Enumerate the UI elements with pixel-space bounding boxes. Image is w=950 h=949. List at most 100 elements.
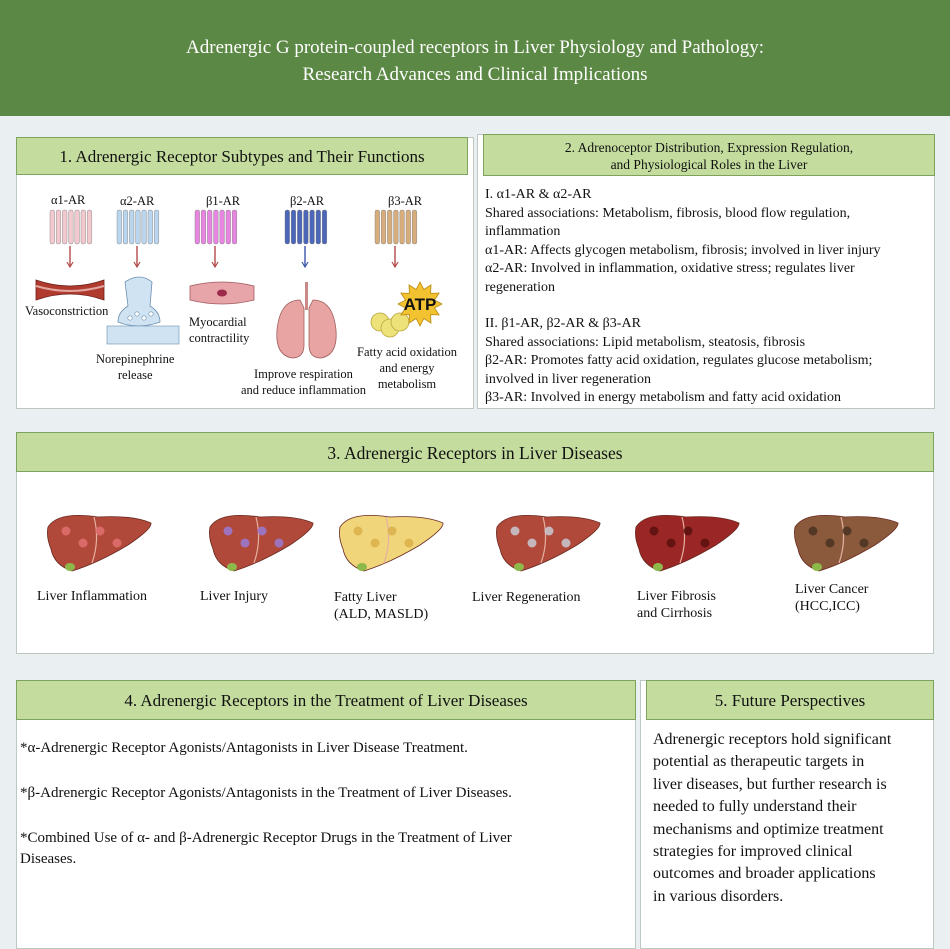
disease-fatty-liver: Fatty Liver (ALD, MASLD) — [334, 589, 428, 623]
effect-respiration-line2: and reduce inflammation — [241, 383, 366, 397]
liver-fibrosis-icon-ligament — [679, 516, 686, 564]
fatty-liver-icon-spot — [387, 526, 397, 536]
liver-regeneration-icon-gallbladder — [514, 563, 524, 571]
receptor-b3-helix — [412, 209, 418, 245]
myocardium-nucleus — [217, 289, 227, 297]
section4-title: 4. Adrenergic Receptors in the Treatment… — [16, 680, 636, 720]
receptor-a1-helix — [49, 209, 55, 245]
atp-star-icon — [397, 281, 443, 327]
disease-liver-inflammation: Liver Inflammation — [37, 588, 147, 605]
beta-line: Shared associations: Lipid metabolism, s… — [485, 334, 806, 350]
receptor-b2-helix — [315, 209, 321, 245]
receptor-a1-helix — [56, 209, 62, 245]
receptor-label-b3: β3-AR — [388, 194, 423, 208]
future-line: potential as therapeutic targets in — [653, 753, 865, 771]
section1-title: 1. Adrenergic Receptor Subtypes and Thei… — [16, 137, 468, 175]
receptor-b3-helix — [405, 209, 411, 245]
effect-norepinephrine: Norepinephrine release — [96, 351, 174, 383]
liver-injury-icon-gallbladder — [227, 563, 237, 571]
receptor-a2-helix — [122, 209, 128, 245]
alpha-heading: I. α1-AR & α2-AR — [485, 187, 592, 202]
liver-inflammation-icon — [47, 514, 152, 572]
receptor-label-b2: β2-AR — [290, 194, 325, 208]
liver-fibrosis-icon-spot — [683, 526, 693, 536]
effect-fatty-acid-line2: and energy — [379, 361, 435, 375]
page-title: Adrenergic G protein-coupled receptors i… — [0, 0, 950, 88]
receptor-b2-helix — [322, 209, 328, 245]
liver-injury-icon-spot — [257, 526, 267, 536]
liver-regeneration-icon-spot — [561, 538, 571, 548]
fatty-liver-icon-ligament — [383, 516, 390, 564]
liver-fibrosis-icon-spot — [700, 538, 710, 548]
disease-label: (HCC,ICC) — [795, 599, 860, 614]
effect-vasoconstriction: Vasoconstriction — [25, 304, 109, 318]
receptor-b1-helix — [213, 209, 219, 245]
beta-heading: II. β1-AR, β2-AR & β3-AR — [485, 316, 641, 331]
fatty-liver-icon-spot — [404, 538, 414, 548]
receptor-a1-helix — [80, 209, 86, 245]
receptor-a1-helix — [86, 209, 92, 245]
title-line-1: Adrenergic G protein-coupled receptors i… — [186, 37, 764, 58]
beta-line: β3-AR: Involved in energy metabolism and… — [485, 390, 842, 405]
liver-inflammation-icon-spot — [78, 538, 88, 548]
liver-injury-icon-spot — [274, 538, 284, 548]
disease-label: Liver Inflammation — [37, 589, 148, 604]
lung-right-icon — [308, 299, 337, 359]
receptor-b3-helix — [374, 209, 380, 245]
receptor-a2-helix — [129, 209, 135, 245]
section2-title-line1: 2. Adrenoceptor Distribution, Expression… — [564, 140, 854, 155]
liver-fibrosis-icon-spot — [666, 538, 676, 548]
effect-respiration: Improve respiration and reduce inflammat… — [241, 366, 366, 398]
alpha-line: α1-AR: Affects glycogen metabolism, fibr… — [485, 242, 881, 258]
beta-line: involved in liver regeneration — [485, 371, 651, 387]
liver-cancer-icon-spot — [842, 526, 852, 536]
receptor-b1-helix — [225, 209, 231, 245]
title-line-2: Research Advances and Clinical Implicati… — [302, 64, 648, 85]
section2-body: I. α1-AR & α2-AR Shared associations: Me… — [485, 186, 931, 408]
future-line: outcomes and broader applications — [653, 865, 876, 883]
effect-myocardial-line2: contractility — [189, 331, 250, 345]
disease-label: and Cirrhosis — [637, 606, 713, 621]
receptor-b2-helix — [303, 209, 309, 245]
liver-injury-icon-ligament — [253, 516, 260, 564]
future-line: liver diseases, but further research is — [653, 775, 887, 793]
panel-liver-distribution — [477, 134, 935, 409]
vesicle-icon — [127, 315, 133, 321]
fatty-liver-icon — [339, 514, 444, 572]
alpha-line: α2-AR: Involved in inflammation, oxidati… — [485, 261, 855, 276]
liver-regeneration-icon-spot — [527, 538, 537, 548]
fatty-liver-icon-spot — [370, 538, 380, 548]
effect-fatty-acid-line1: Fatty acid oxidation — [357, 345, 457, 359]
disease-liver-injury: Liver Injury — [200, 588, 268, 605]
effect-fatty-acid-line3: metabolism — [377, 377, 437, 391]
receptor-a2-helix — [135, 209, 141, 245]
fatty-liver-icon-gallbladder — [357, 563, 367, 571]
disease-label: Liver Regeneration — [472, 590, 581, 605]
effect-myocardial: Myocardial contractility — [189, 314, 249, 346]
receptor-a2-helix — [153, 209, 159, 245]
receptor-b2-helix — [309, 209, 315, 245]
synapse-membrane — [106, 325, 180, 345]
disease-label: Liver Injury — [200, 589, 269, 604]
vesicle-icon — [141, 315, 147, 321]
liver-fibrosis-icon-spot — [649, 526, 659, 536]
disease-liver-regeneration: Liver Regeneration — [472, 589, 580, 606]
liver-regeneration-icon-spot — [544, 526, 554, 536]
fatty-liver-icon-spot — [353, 526, 363, 536]
future-line: in various disorders. — [653, 887, 784, 905]
effect-myocardial-line1: Myocardial — [189, 315, 247, 329]
section2-title: 2. Adrenoceptor Distribution, Expression… — [483, 134, 935, 176]
atp-label: ATP — [404, 295, 437, 314]
liver-cancer-icon-gallbladder — [812, 563, 822, 571]
receptor-b2-helix — [297, 209, 303, 245]
alpha-line: inflammation — [485, 224, 561, 239]
receptor-a2-helix — [116, 209, 122, 245]
receptor-label-a2: α2-AR — [120, 194, 155, 208]
liver-inflammation-icon-ligament — [91, 516, 98, 564]
future-text: Adrenergic receptors hold significant po… — [653, 729, 891, 908]
panel-treatment — [16, 680, 636, 949]
receptor-b1-helix — [231, 209, 237, 245]
receptor-a2-helix — [141, 209, 147, 245]
receptor-a2-helix — [147, 209, 153, 245]
